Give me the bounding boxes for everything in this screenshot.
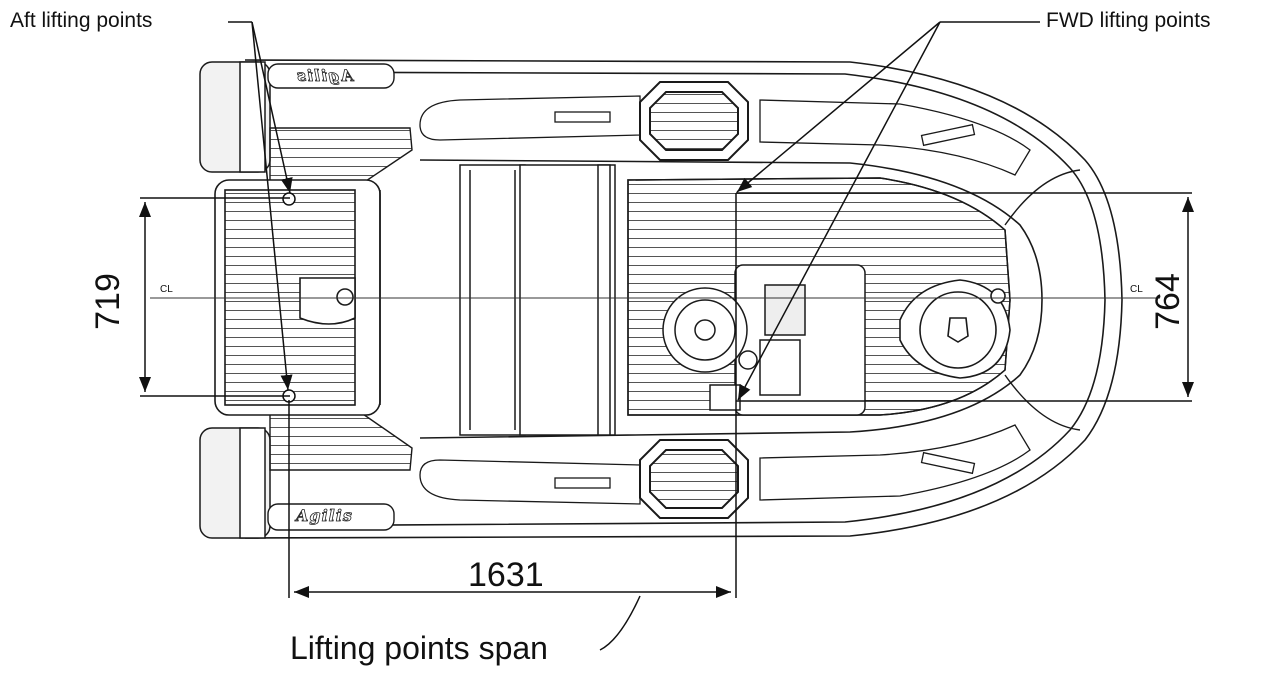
- fwd-width-dimension-value: 764: [1148, 273, 1187, 330]
- brand-logo-top: Agilis: [296, 66, 354, 86]
- dimension-lines: [139, 192, 1194, 598]
- brand-plates: [267, 63, 395, 531]
- anchor-locker: [899, 279, 1011, 379]
- side-deck-pads: [419, 95, 1031, 505]
- centerline-label-aft: CL: [160, 284, 173, 295]
- aft-width-dimension-value: 719: [88, 273, 127, 330]
- aft-steps: [269, 127, 413, 471]
- helm-console: [662, 264, 866, 416]
- lifting-points-span-label: Lifting points span: [290, 630, 548, 666]
- fwd-lifting-points-label: FWD lifting points: [1046, 9, 1211, 32]
- side-hatches: [639, 81, 749, 519]
- bow-lines: [1004, 169, 1081, 431]
- callout-leaders: [228, 21, 1040, 651]
- aft-tube-ends: [199, 61, 271, 539]
- centerline-label-fwd: CL: [1130, 284, 1143, 295]
- aft-lifting-point-top: [282, 192, 296, 206]
- hull-outline: [244, 59, 1123, 539]
- span-dimension-value: 1631: [468, 556, 544, 594]
- seat-bench: [459, 164, 616, 436]
- aft-lifting-points-label: Aft lifting points: [10, 9, 153, 32]
- brand-logo-bottom: Agilis: [296, 506, 353, 526]
